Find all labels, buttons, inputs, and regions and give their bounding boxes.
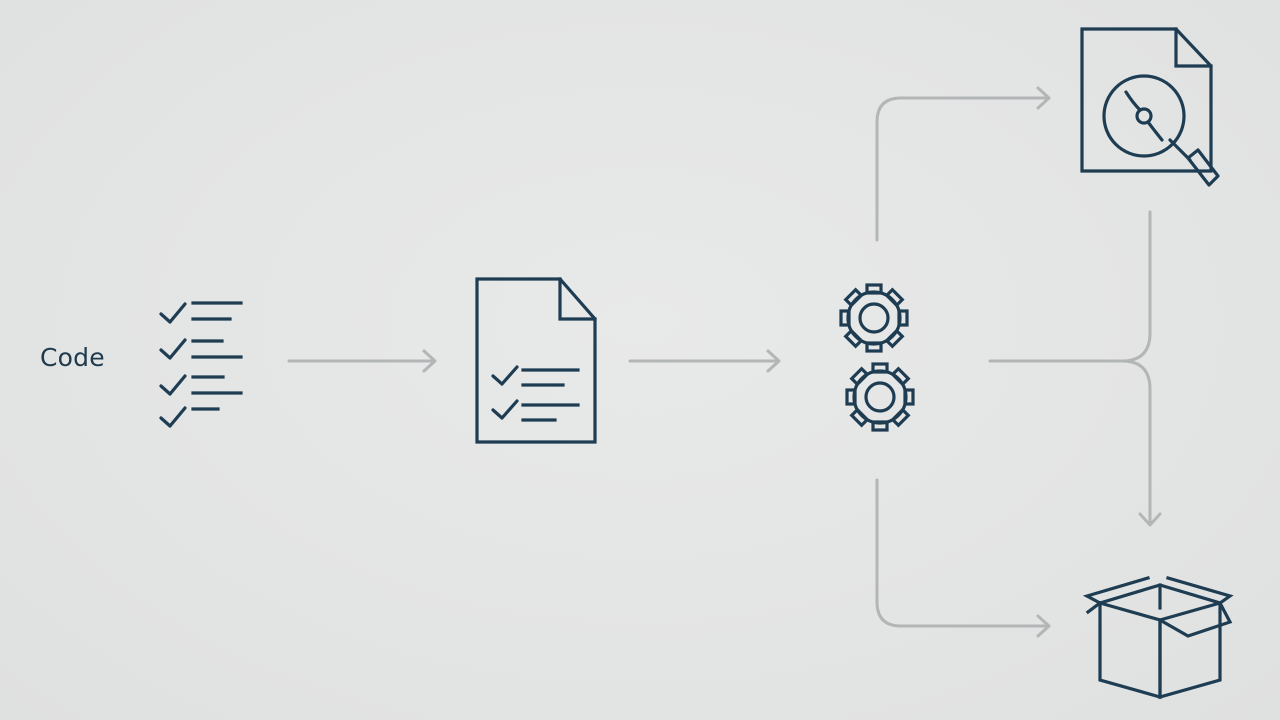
connector-document-to-build xyxy=(628,349,781,373)
code-label: Code xyxy=(40,343,105,372)
document-checklist-icon xyxy=(475,277,597,444)
disc-report-icon xyxy=(1080,27,1220,187)
connector-build-to-package xyxy=(875,478,1051,638)
gear-top-icon xyxy=(839,283,909,353)
magnifier-icon xyxy=(1168,138,1220,187)
checklist-icon xyxy=(159,301,243,428)
gears-icon xyxy=(839,283,915,432)
connector-code-to-document xyxy=(287,349,437,373)
open-box-icon xyxy=(1082,576,1234,700)
gear-bottom-icon xyxy=(845,362,915,432)
connector-merge-to-package xyxy=(988,210,1162,527)
connector-build-to-analysis xyxy=(875,86,1051,242)
